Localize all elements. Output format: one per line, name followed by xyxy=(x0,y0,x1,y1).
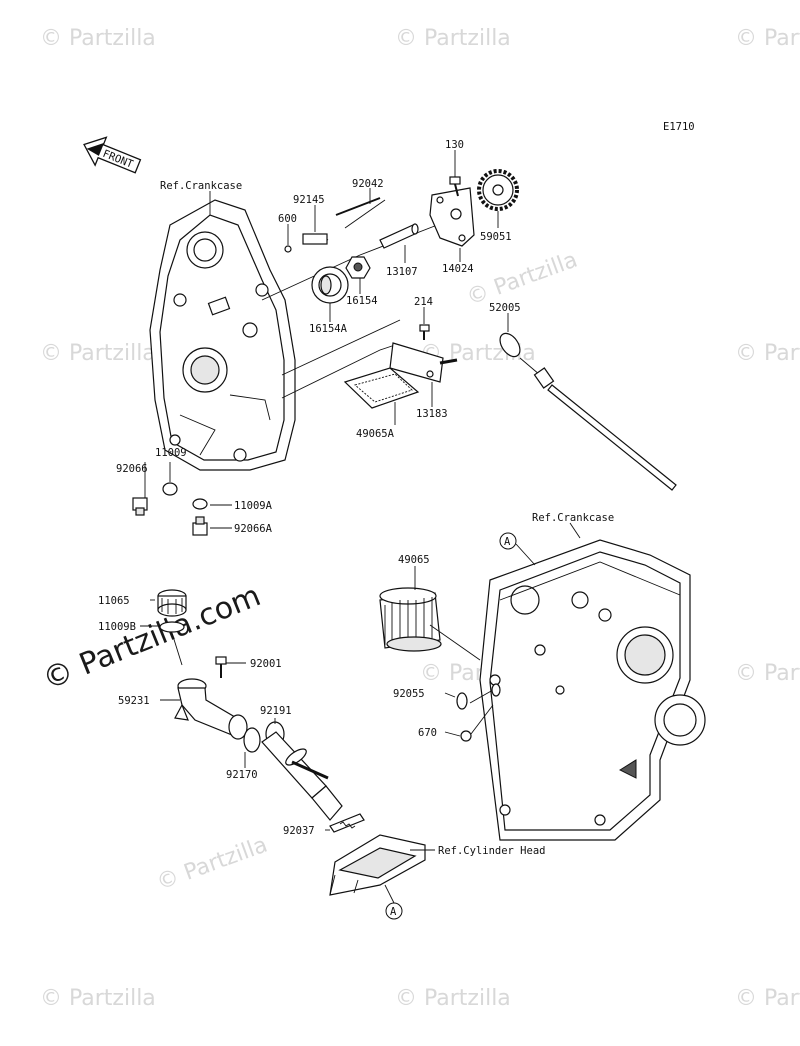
label-11009a: 11009A xyxy=(234,500,273,512)
bolt-92001 xyxy=(215,656,227,678)
callout-a-bottom: A xyxy=(384,884,403,920)
label-92066: 92066 xyxy=(116,463,148,475)
filler-neck-59231 xyxy=(174,678,248,740)
label-92055: 92055 xyxy=(393,688,425,700)
label-49065: 49065 xyxy=(398,554,430,566)
label-16154a: 16154A xyxy=(309,323,348,335)
watermark: © Partzilla xyxy=(40,341,156,366)
watermark: © Partzilla xyxy=(40,26,156,51)
watermark: © Partzilla xyxy=(395,26,511,51)
pin-92042 xyxy=(335,197,381,216)
label-92037: 92037 xyxy=(283,825,315,837)
label-214: 214 xyxy=(414,296,433,308)
label-ref-crankcase-top: Ref.Crankcase xyxy=(160,180,242,192)
label-92191: 92191 xyxy=(260,705,292,717)
label-670: 670 xyxy=(418,727,437,739)
clamp-92170 xyxy=(243,727,261,753)
spring-92145 xyxy=(302,233,329,245)
o-ring-670 xyxy=(460,730,472,742)
watermark: © Partzilla xyxy=(395,986,511,1011)
callout-a-top: A xyxy=(499,532,536,566)
gear-59051 xyxy=(477,169,519,211)
label-600: 600 xyxy=(278,213,297,225)
label-11065: 11065 xyxy=(98,595,130,607)
callout-letter: A xyxy=(504,536,511,548)
label-92170: 92170 xyxy=(226,769,258,781)
screw-214 xyxy=(419,324,430,340)
label-130: 130 xyxy=(445,139,464,151)
washer-11009a xyxy=(192,498,208,510)
watermark: © Partzilla xyxy=(464,248,581,311)
oil-filter-49065 xyxy=(379,587,481,661)
washer-11009 xyxy=(162,482,178,496)
watermark-large: © Partzilla.com xyxy=(38,578,266,697)
watermark: © Partzilla xyxy=(735,341,800,366)
o-ring-92055 xyxy=(456,692,468,710)
watermark: © Partzilla xyxy=(735,661,800,686)
watermark: © Partzilla xyxy=(735,986,800,1011)
rotor-16154a xyxy=(311,266,349,304)
crankcase-cover xyxy=(149,199,296,471)
label-59051: 59051 xyxy=(480,231,512,243)
label-92066a: 92066A xyxy=(234,523,273,535)
label-ref-crankcase-bottom: Ref.Crankcase xyxy=(532,512,614,524)
label-11009b: 11009B xyxy=(98,621,136,633)
label-92001: 92001 xyxy=(250,658,282,670)
leader-lines xyxy=(140,150,581,851)
label-49065a: 49065A xyxy=(356,428,395,440)
label-13183: 13183 xyxy=(416,408,448,420)
watermark: © Partzilla xyxy=(735,26,800,51)
dipstick-52005 xyxy=(499,332,677,491)
label-ref-cylinder-head: Ref.Cylinder Head xyxy=(438,845,545,857)
strainer-49065a xyxy=(343,367,420,409)
pump-cover-14024 xyxy=(429,187,475,247)
label-11009: 11009 xyxy=(155,447,187,459)
hose-92191 xyxy=(261,731,343,821)
part-labels: Ref.Crankcase 130 92042 92145 600 59051 … xyxy=(98,139,614,857)
label-59231: 59231 xyxy=(118,695,150,707)
watermark: © Partzilla xyxy=(40,986,156,1011)
cap-11065 xyxy=(157,589,187,617)
watermark: © Partzilla xyxy=(154,833,271,896)
label-13107: 13107 xyxy=(386,266,418,278)
plug-92066a xyxy=(192,516,208,536)
label-16154: 16154 xyxy=(346,295,378,307)
diagram-code: E1710 xyxy=(663,121,695,133)
cylinder-head xyxy=(329,834,426,896)
callout-letter: A xyxy=(390,906,397,918)
label-92042: 92042 xyxy=(352,178,384,190)
shaft-13107 xyxy=(379,223,419,249)
plate-13183 xyxy=(389,342,458,383)
label-92145: 92145 xyxy=(293,194,325,206)
label-14024: 14024 xyxy=(442,263,474,275)
rotor-16154 xyxy=(345,256,371,279)
pin-92037 xyxy=(329,813,365,833)
label-52005: 52005 xyxy=(489,302,521,314)
drain-plug-92066 xyxy=(132,497,148,516)
pin-600 xyxy=(284,245,292,253)
o-ring-11009b xyxy=(159,621,185,633)
front-arrow-icon: FRONT xyxy=(83,136,142,174)
crankcase-main xyxy=(479,539,706,841)
